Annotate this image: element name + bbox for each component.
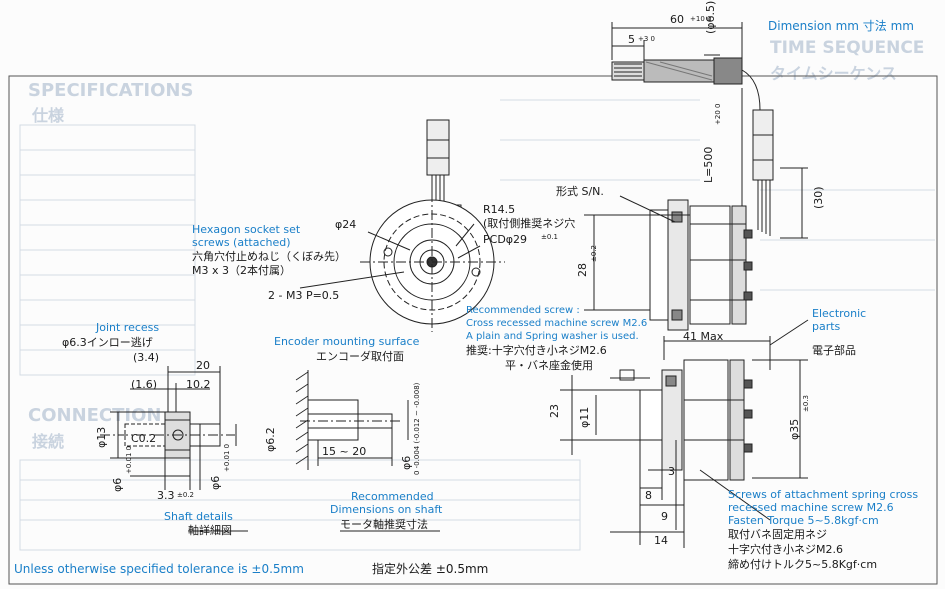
mount-holes-jp: (取付側推奨ネジ穴	[483, 217, 576, 230]
encoder-mount-title-jp: エンコーダ取付面	[316, 350, 404, 363]
dim-23-label: 23	[548, 404, 561, 418]
shaft-details-title-jp: 軸詳細図	[188, 524, 232, 537]
joint-recess-jp: φ6.3インロー逃げ	[62, 336, 153, 349]
max41-label: 41 Max	[683, 330, 724, 343]
dim-10-2-label: 10.2	[186, 378, 211, 391]
joint-recess-en: Joint recess	[96, 321, 160, 334]
cable-lower	[741, 88, 808, 245]
dimension-unit-label: Dimension mm 寸法 mm	[768, 19, 914, 33]
dim-14-label: 14	[654, 534, 668, 547]
phi35-label: φ35	[788, 418, 801, 440]
faded-time-sequence-jp: タイムシーケンス	[770, 64, 897, 83]
dim-3-3-label: 3.3	[157, 489, 175, 502]
phi6-2-label: φ6.2	[264, 427, 277, 452]
phi6-hole-label: φ6	[209, 475, 222, 490]
dim-1-6-label: (1.6)	[131, 378, 158, 391]
electronic-parts-jp: 電子部品	[812, 344, 856, 357]
cable-length-500-tol: +20 0	[714, 103, 722, 125]
h6-tol-label: 0 -0.004 (-0.012 ~ -0.008)	[413, 382, 421, 475]
encoder-mount-title-en: Encoder mounting surface	[274, 335, 420, 348]
dim-3-label: 3	[668, 465, 675, 478]
cable-dim-30: (30)	[812, 186, 825, 209]
rec-dims-title-en-2: Dimensions on shaft	[330, 503, 443, 516]
rec-screw-jp-2: 平・バネ座金使用	[505, 359, 593, 372]
hex-screws-en-1: Hexagon socket set	[192, 223, 301, 236]
dim-3-4-label: (3.4)	[133, 351, 160, 364]
cable-length-60-tol: +10 0	[690, 15, 712, 23]
faded-table	[19, 99, 935, 551]
rec-screw-jp-1: 推奨:十字穴付き小ネジM2.6	[466, 344, 607, 357]
cable-end	[611, 22, 761, 111]
faded-specifications-jp: 仕様	[32, 106, 65, 125]
hex-screws-jp-2: M3 x 3（2本付属）	[192, 264, 291, 277]
rec-screw-en-1: Recommended screw :	[466, 305, 580, 316]
phi6-hole-tol: +0.01 0	[223, 443, 231, 472]
dim-3-3-tol: ±0.2	[177, 491, 194, 499]
m3-holes-label: 2 - M3 P=0.5	[268, 289, 340, 302]
phi24-label: φ24	[335, 218, 357, 231]
cable-length-500: L=500	[702, 146, 715, 183]
faded-connection: CONNECTION	[28, 405, 162, 426]
phi6-shaft-tol: +0.01 0	[125, 445, 133, 474]
phi6-shaft-label: φ6	[111, 477, 124, 492]
attach-screw-jp-3: 締め付けトルク5~5.8Kgf·cm	[728, 558, 878, 571]
shaft-details-title-en: Shaft details	[164, 510, 233, 523]
cable-length-60: 60	[670, 13, 684, 26]
faded-specifications: SPECIFICATIONS	[28, 80, 194, 101]
model-sn-label: 形式 S/N.	[556, 185, 604, 198]
electronic-parts-2: parts	[812, 320, 841, 333]
phi35-tol: ±0.3	[802, 395, 810, 412]
attach-screw-jp-2: 十字穴付き小ネジM2.6	[728, 543, 843, 556]
dim-28-tol: ±0.2	[590, 245, 598, 262]
hex-screws-en-2: screws (attached)	[192, 236, 291, 249]
dim-8-label: 8	[645, 489, 652, 502]
rec-dims-title-en-1: Recommended	[351, 490, 434, 503]
attach-screw-en-3: Fasten Torque 5~5.8kgf·cm	[728, 514, 879, 527]
rec-screw-en-3: A plain and Spring washer is used.	[466, 331, 639, 342]
shaft-range-label: 15 ~ 20	[322, 445, 367, 458]
cable-length-5: 5	[628, 33, 635, 46]
tolerance-note-jp: 指定外公差 ±0.5mm	[372, 562, 489, 576]
dim-9-label: 9	[661, 510, 668, 523]
faded-connection-jp: 接続	[32, 432, 65, 451]
attach-screw-en-1: Screws of attachment spring cross	[728, 488, 919, 501]
rec-dims-title-jp: モータ軸推奨寸法	[340, 518, 428, 531]
attach-screw-jp-1: 取付バネ固定用ネジ	[728, 528, 827, 541]
dim-28-label: 28	[576, 263, 589, 277]
faded-time-sequence: TIME SEQUENCE	[770, 38, 925, 58]
pcd-tol: ±0.1	[541, 233, 558, 241]
phi13-label: φ13	[95, 426, 108, 448]
shaft-detail-drawing	[100, 366, 237, 490]
electronic-parts-1: Electronic	[812, 307, 867, 320]
cable-length-5-tol: +3 0	[638, 35, 655, 43]
phi11-label: φ11	[578, 406, 591, 428]
side-view	[584, 195, 809, 346]
r14-5-label: R14.5	[483, 203, 516, 216]
rec-screw-en-2: Cross recessed machine screw M2.6	[466, 318, 648, 329]
tolerance-note-en: Unless otherwise specified tolerance is …	[14, 562, 304, 576]
pcd-label: PCDφ29	[483, 233, 528, 246]
attach-screw-en-2: recessed machine screw M2.6	[728, 501, 894, 514]
front-view	[299, 119, 505, 332]
cable-diameter: (φ6.5)	[704, 0, 717, 34]
c0-2-label: C0.2	[131, 432, 157, 445]
bottom-side-view	[560, 336, 808, 548]
hex-screws-jp-1: 六角穴付止めねじ（くぼみ先）	[192, 250, 346, 263]
encoder-mount-drawing	[295, 370, 409, 470]
dim-20-label: 20	[196, 359, 210, 372]
